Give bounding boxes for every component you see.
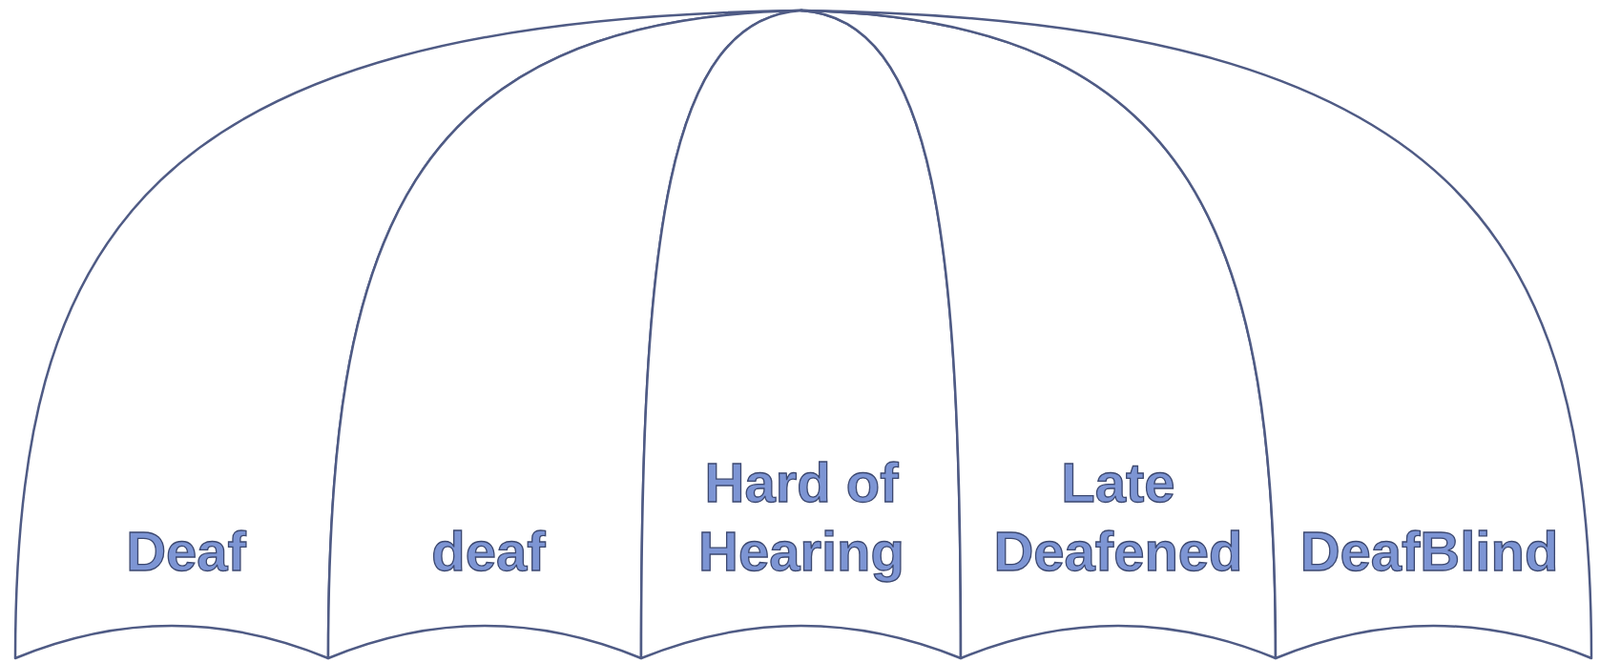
panel-label: Late Deafened [993, 448, 1243, 586]
panel-label: Deaf [125, 517, 247, 586]
panel-label: DeafBlind [1300, 517, 1559, 586]
panel-shape [801, 10, 1592, 659]
panel-label: deaf [431, 517, 545, 586]
panel-label: Hard of Hearing [698, 448, 905, 586]
